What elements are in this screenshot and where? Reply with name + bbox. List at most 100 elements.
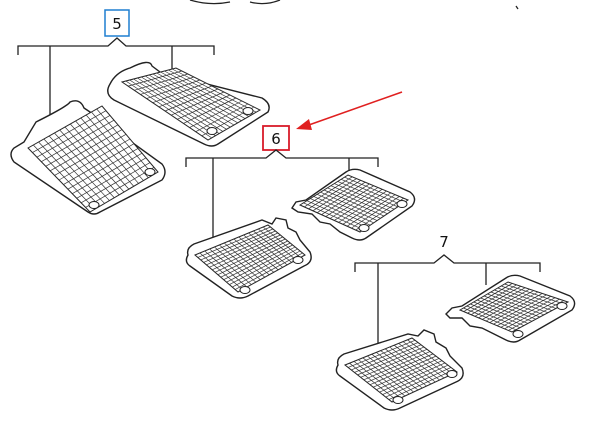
floor-mat-rear-right-alt [445, 274, 576, 343]
mat-grid-line [348, 339, 416, 368]
mat-grid-line [63, 143, 135, 185]
mat-grid-line [367, 355, 414, 393]
mat-grid-line [373, 358, 440, 388]
mat-grid-line [214, 246, 257, 283]
callout-7-label: 7 [439, 233, 449, 251]
mat-grid-line [253, 230, 292, 263]
mat-grid-line [338, 190, 387, 223]
mat-grid-line [243, 234, 283, 268]
mat-grid-line [214, 238, 286, 273]
red-arrow [296, 91, 403, 130]
mat-clip-hole [206, 127, 218, 135]
mat-grid-line [175, 68, 260, 111]
mat-clip-hole [392, 396, 404, 404]
mat-grid-line [346, 194, 396, 227]
mat-grid-line [388, 369, 455, 400]
mat-grid-line [72, 152, 143, 195]
mat-grid-line [183, 97, 237, 124]
mat-grid-line [508, 300, 564, 331]
mat-grid-line [164, 88, 219, 112]
mat-grid-line [353, 361, 401, 399]
mat-grid-line [349, 362, 397, 401]
mat-clip-hole [144, 168, 156, 176]
mat-grid-line [156, 72, 242, 122]
mat-grid-line [209, 234, 281, 268]
mat-clip-hole [358, 224, 370, 232]
mat-grid-line [58, 138, 131, 181]
mat-grid-line [351, 342, 419, 371]
mat-grid-line [152, 73, 238, 124]
mat-grid-line [80, 162, 151, 204]
floor-mat-rear-right [291, 168, 416, 241]
callout-6: 6 [185, 125, 379, 240]
callout-5-bracket [17, 37, 215, 55]
mat-grid-line [376, 360, 443, 390]
mat-grid-line [229, 248, 298, 285]
mat-grid-line [493, 294, 547, 325]
callout-7: 7 [354, 233, 541, 350]
mat-grid-line [487, 293, 545, 316]
mat-grid-line [258, 228, 297, 261]
mat-grid-line [362, 357, 410, 395]
mat-clip-hole [512, 330, 524, 338]
mat-grid-line [238, 236, 279, 271]
mat-grid-line [489, 293, 543, 323]
mat-grid-line [504, 298, 560, 330]
mat-grid-line [212, 236, 283, 271]
mat-grid [460, 282, 568, 332]
mat-grid-line [342, 192, 392, 225]
mat-grid [345, 338, 457, 402]
mat-grid-line [379, 362, 446, 393]
mat-grid-line [327, 187, 388, 215]
mat-grid-line [371, 353, 419, 391]
mat-grid-line [217, 240, 288, 276]
mat-grid-line [209, 248, 252, 285]
mat-grid-line [219, 244, 261, 280]
floor-mat-front-left [10, 100, 166, 215]
mat-grid-line [220, 242, 291, 278]
mat-grid-line [494, 289, 553, 311]
mat-clip-hole [239, 286, 251, 294]
mat-clip-hole [242, 107, 254, 115]
mat-grid-line [497, 287, 557, 309]
mat-grid-line [398, 343, 445, 379]
mat-grid-line [363, 351, 431, 381]
mat-grid-line [402, 341, 449, 377]
mat-grid-line [501, 285, 561, 307]
mat-grid-line [171, 68, 257, 113]
mat-grid-line [223, 244, 293, 280]
mat-grid-line [262, 226, 301, 258]
mat-clip-hole [292, 256, 304, 264]
mat-grid-line [334, 188, 383, 221]
mat-grid-line [75, 120, 134, 187]
mat-grid-line [226, 246, 296, 283]
mat-grid-line [160, 71, 246, 119]
mat-grid-line [393, 344, 440, 381]
mat-grid-line [85, 114, 144, 181]
mat-grid-line [96, 108, 154, 176]
mat-grid-line [189, 100, 243, 128]
mat-grid-line [223, 242, 266, 278]
mat-grid-line [197, 226, 271, 258]
mat-grid-line [369, 355, 437, 386]
mat-grid-line [203, 230, 276, 263]
mat-grid-line [344, 176, 405, 203]
callout-6-bracket [185, 149, 379, 167]
callout-5-label: 5 [112, 15, 122, 33]
callout-6-label: 6 [271, 130, 281, 148]
floor-mat-rear-left-alt [335, 329, 464, 411]
mat-grid-line [233, 238, 274, 273]
mat-grid-line [366, 353, 434, 383]
mat-grid-line [228, 240, 270, 276]
mat-grid-line [91, 111, 149, 178]
mat-grid-line [200, 228, 274, 261]
mat-grid-line [496, 295, 552, 327]
mat-grid-line [357, 346, 425, 376]
mat-grid-line [195, 103, 249, 133]
top-fragment [189, 0, 519, 10]
mat-clip-hole [446, 370, 458, 378]
floor-mat-rear-left [185, 217, 312, 299]
mat-grid-line [330, 185, 391, 212]
callout-5-box [104, 9, 130, 37]
